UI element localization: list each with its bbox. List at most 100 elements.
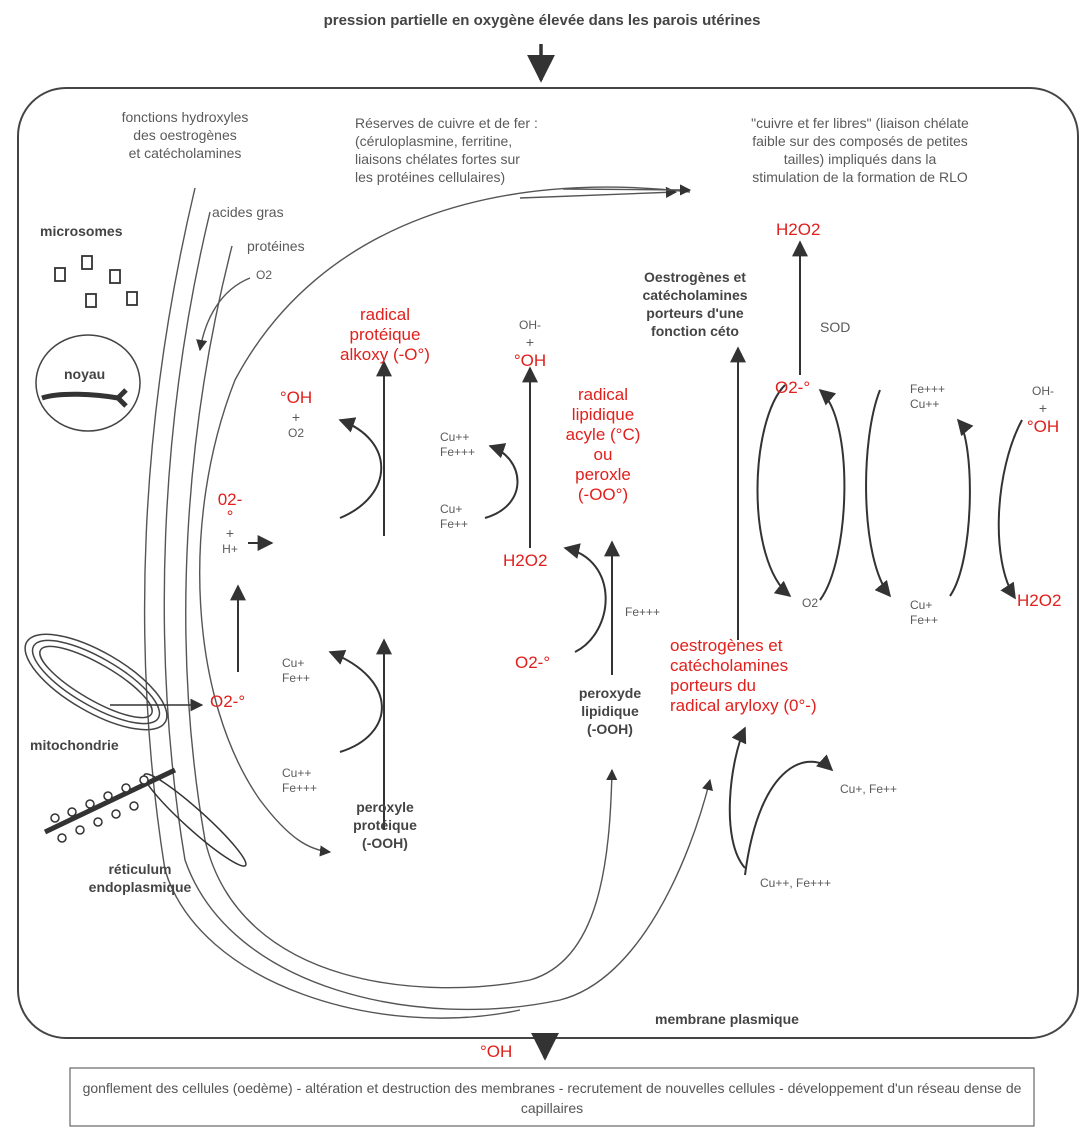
oestro-ceto-line-4: fonction céto	[651, 323, 739, 339]
oh-radical-right: °OH	[1026, 417, 1060, 436]
radical-proteique-label: radical protéique alkoxy (-O°)	[325, 305, 445, 365]
o2minus-right-label: O2-°	[775, 378, 811, 397]
o2minus-mid-label: O2-°	[515, 653, 551, 672]
o2-small-label: O2	[256, 268, 273, 282]
cu-mid-top: Cu++	[440, 430, 470, 444]
reticulum-shape	[43, 767, 247, 867]
mitochondria-shape	[24, 633, 168, 731]
oestro-ceto-line-3: porteurs d'une	[646, 305, 744, 321]
cu-fe-mid-bot: Cu+ Fe++	[440, 502, 468, 532]
cu-fe-left-bot: Cu++ Fe+++	[282, 766, 317, 796]
cu-fe-left-top: Cu+ Fe++	[282, 656, 310, 686]
radical-proteique-line-3: alkoxy (-O°)	[340, 345, 430, 364]
oh-minus-oh-mid: OH- + °OH	[505, 318, 555, 371]
plus-h: +	[225, 525, 235, 541]
mitochondrie-label: mitochondrie	[30, 737, 119, 753]
h2o2-mid-label: H2O2	[503, 551, 548, 570]
noyau-label: noyau	[64, 366, 106, 382]
free-metals-line-4: stimulation de la formation de RLO	[752, 169, 968, 185]
peroxyle-line-3: (-OOH)	[362, 835, 408, 851]
radical-lipidique-label: radical lipidique acyle (°C) ou peroxle …	[548, 385, 658, 505]
reserves-line-1: Réserves de cuivre et de fer :	[355, 115, 538, 131]
cu-right-top: Cu++	[910, 397, 940, 411]
o2minus-value: 02-	[217, 490, 243, 509]
oestro-aryloxy-label: oestrogènes et catécholamines porteurs d…	[670, 636, 817, 716]
cu-fe-out-label: Cu+, Fe++	[840, 782, 898, 796]
reticulum-line-2: endoplasmique	[88, 879, 192, 895]
radical-lipidique-line-4: ou	[593, 445, 613, 464]
bottom-box	[69, 1067, 1035, 1127]
cu-left-bot: Cu++	[282, 766, 312, 780]
peroxyle-proteique-label: peroxyle protéique (-OOH)	[330, 798, 440, 852]
acides-gras-label: acides gras	[212, 204, 284, 220]
fe-right-top: Fe+++	[910, 382, 946, 396]
cu-mid-bot: Cu+	[440, 502, 463, 516]
fe-left-top: Fe++	[282, 671, 311, 685]
reserves-label: Réserves de cuivre et de fer : (cérulopl…	[355, 114, 538, 186]
fe-right-bot: Fe++	[910, 613, 939, 627]
oh-minus-oh-right: OH- + °OH	[1018, 384, 1068, 437]
oestro-ceto-line-1: Oestrogènes et	[644, 269, 746, 285]
cu-fe-right-bot: Cu+ Fe++	[910, 598, 938, 628]
free-metals-label: "cuivre et fer libres" (liaison chélate …	[680, 114, 1040, 186]
o2-right-label: O2	[802, 596, 819, 610]
oh-minus-mid: OH-	[519, 318, 541, 332]
radical-lipidique-line-1: radical	[577, 385, 629, 404]
h2o2-right-label: H2O2	[1017, 591, 1062, 610]
radical-proteique-line-2: protéique	[349, 325, 421, 344]
oestro-ceto-label: Oestrogènes et catécholamines porteurs d…	[630, 268, 760, 340]
o2-curve	[196, 277, 251, 352]
oestro-aryloxy-line-2: catécholamines	[670, 656, 789, 675]
oh-bottom-label: °OH	[480, 1042, 513, 1061]
proteines-label: protéines	[247, 238, 305, 254]
o2minus-mito-label: O2-°	[210, 692, 246, 711]
free-metals-line-2: faible sur des composés de petites	[752, 133, 968, 149]
fe-mid-top: Fe+++	[440, 445, 476, 459]
curve-main	[199, 186, 691, 857]
membrane-label: membrane plasmique	[655, 1011, 799, 1027]
hydroxyl-line-2: des oestrogènes	[133, 127, 237, 143]
peroxyde-line-1: peroxyde	[578, 685, 642, 701]
oestro-aryloxy-line-1: oestrogènes et	[670, 636, 783, 655]
oh-radical-mid: °OH	[513, 351, 547, 370]
radical-lipidique-line-3: acyle (°C)	[565, 425, 641, 444]
curve-hydroxyl	[143, 187, 521, 1019]
o2minus-h-group: 02- ° + H+	[210, 490, 250, 557]
fe-mid-bot: Fe++	[440, 517, 469, 531]
fe3-mid-label: Fe+++	[625, 605, 661, 619]
radical-lipidique-line-6: (-OO°)	[577, 485, 629, 504]
oestro-aryloxy-line-4: radical aryloxy (0°-)	[670, 696, 817, 715]
microsomes-squares	[54, 255, 138, 308]
oh-minus-right: OH-	[1032, 384, 1054, 398]
hydroxyl-line-3: et catécholamines	[128, 145, 242, 161]
cu-left-top: Cu+	[282, 656, 305, 670]
reserves-line-3: liaisons chélates fortes sur	[355, 151, 520, 167]
oh-o2-left: °OH + O2	[266, 388, 326, 441]
oh-left-value: °OH	[279, 388, 313, 407]
peroxyle-line-2: protéique	[353, 817, 417, 833]
reticulum-line-1: réticulum	[108, 861, 172, 877]
sod-label: SOD	[820, 319, 851, 335]
microsomes-label: microsomes	[40, 223, 123, 239]
hydroxyl-line-1: fonctions hydroxyles	[121, 109, 249, 125]
plus-mid: +	[525, 334, 535, 350]
reserves-line-2: (céruloplasmine, ferritine,	[355, 133, 513, 149]
cu-fe-in-label: Cu++, Fe+++	[760, 876, 832, 890]
h2o2-top-label: H2O2	[776, 220, 821, 239]
page-title: pression partielle en oxygène élevée dan…	[323, 12, 761, 29]
radical-lipidique-line-5: peroxle	[575, 465, 631, 484]
noyau-circle	[35, 334, 141, 432]
cu-right-bot: Cu+	[910, 598, 933, 612]
reserves-arrow	[562, 184, 692, 196]
curve-main-top	[519, 186, 678, 199]
reserves-line-4: les protéines cellulaires)	[355, 169, 506, 185]
radical-lipidique-line-2: lipidique	[571, 405, 635, 424]
free-metals-line-1: "cuivre et fer libres" (liaison chélate	[751, 115, 969, 131]
reticulum-label: réticulum endoplasmique	[80, 860, 200, 896]
oestro-aryloxy-line-3: porteurs du	[670, 676, 756, 695]
curve-proteines	[185, 245, 618, 989]
plus-left: +	[291, 409, 301, 425]
o2-left-value: O2	[287, 426, 304, 440]
